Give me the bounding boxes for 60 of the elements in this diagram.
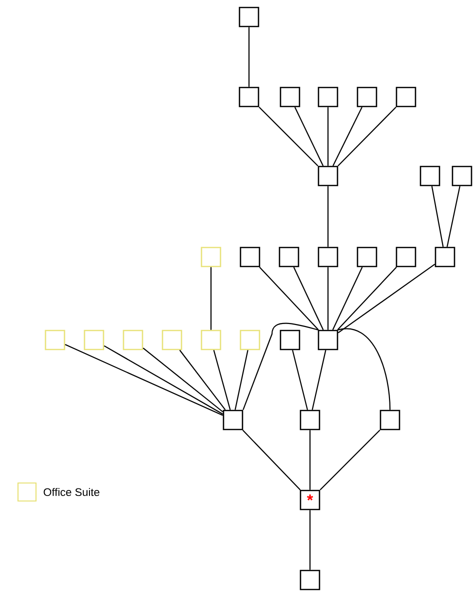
node-box — [318, 166, 338, 186]
connector-line — [210, 267, 212, 330]
node-box — [200, 330, 222, 350]
connector-line — [446, 186, 460, 247]
node-box — [240, 246, 260, 268]
connector-line — [327, 107, 329, 166]
connector-line — [309, 510, 311, 570]
node-box — [278, 246, 300, 268]
node-box — [122, 330, 144, 350]
node-box — [222, 410, 244, 430]
connector-line — [258, 106, 318, 166]
node-box — [280, 86, 300, 108]
connector-line — [142, 348, 224, 412]
connector-line — [327, 267, 329, 330]
node-box — [452, 166, 472, 186]
node-box — [162, 330, 182, 350]
node-box — [200, 246, 222, 268]
connector-line — [294, 106, 324, 166]
connector-line — [320, 430, 380, 490]
connector-line — [332, 106, 362, 166]
connector-line — [64, 344, 224, 416]
node-box — [396, 246, 416, 268]
node-box — [300, 570, 320, 590]
connector-line — [338, 264, 436, 334]
connector-line — [338, 106, 396, 166]
node-box — [318, 330, 338, 350]
connector-line — [312, 350, 326, 410]
node-box — [238, 86, 260, 108]
connector-line — [431, 186, 444, 247]
node-box — [300, 410, 320, 430]
node-box — [44, 330, 66, 350]
connector-line — [259, 266, 319, 330]
node-box — [318, 246, 338, 268]
node-box — [280, 330, 300, 350]
node-box: * — [300, 490, 320, 510]
connector-line — [242, 322, 318, 410]
connector-line — [248, 27, 250, 87]
node-box — [318, 86, 338, 108]
connector-line — [327, 186, 329, 247]
node-box — [420, 166, 440, 186]
connector-line — [309, 430, 311, 490]
node-box — [240, 330, 260, 350]
node-box — [434, 246, 456, 268]
connector-line — [293, 266, 324, 330]
connector-line — [332, 266, 363, 330]
connector-line — [234, 350, 248, 410]
connector-line — [338, 328, 391, 410]
node-box — [356, 86, 378, 108]
node-box — [356, 246, 378, 268]
node-box — [238, 6, 260, 28]
connector-line — [242, 430, 301, 490]
node-box — [396, 86, 416, 108]
connector-line — [337, 266, 397, 330]
node-box — [380, 410, 400, 430]
legend-label: Office Suite — [44, 488, 100, 496]
connector-line — [292, 350, 308, 410]
connector-line — [104, 345, 224, 415]
node-box — [84, 330, 104, 350]
connector-line — [179, 350, 226, 410]
connector-line — [213, 350, 231, 410]
